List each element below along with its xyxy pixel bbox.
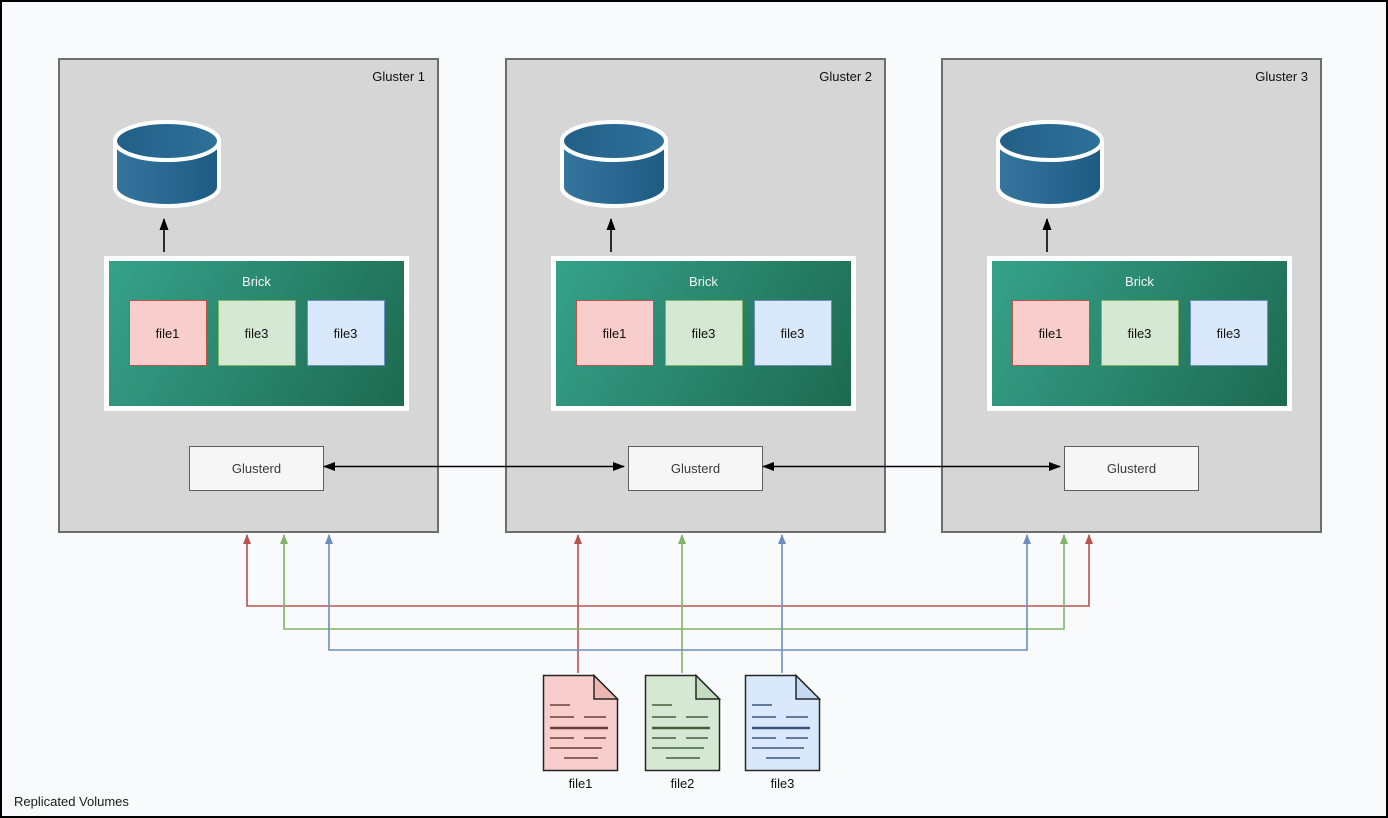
file2-replication-arrows — [280, 534, 1068, 673]
document-text-lines — [550, 704, 608, 759]
source-file-green: file2 — [644, 674, 721, 791]
database-icon — [996, 120, 1104, 208]
cluster-title: Gluster 2 — [819, 69, 872, 84]
brick-file-row: file1 file3 file3 — [556, 300, 851, 366]
brick-box: Brick file1 file3 file3 — [551, 256, 856, 411]
brick-label: Brick — [1125, 274, 1154, 289]
file3-replication-arrows — [325, 534, 1031, 673]
document-icon — [744, 674, 821, 772]
brick-file-row: file1 file3 file3 — [992, 300, 1287, 366]
diagram-caption: Replicated Volumes — [14, 794, 129, 809]
brick-file-blue: file3 — [753, 300, 832, 366]
cluster-box-2: Gluster 2 Brick file1 file3 file3 Gluste… — [505, 58, 886, 533]
brick-file-red: file1 — [128, 300, 207, 366]
brick-file-red: file1 — [1011, 300, 1090, 366]
cluster-box-1: Gluster 1 Brick file1 file3 file3 Gluste… — [58, 58, 439, 533]
cluster-title: Gluster 3 — [1255, 69, 1308, 84]
brick-file-blue: file3 — [1189, 300, 1268, 366]
document-text-lines — [752, 704, 810, 759]
brick-box: Brick file1 file3 file3 — [987, 256, 1292, 411]
brick-file-green: file3 — [217, 300, 296, 366]
brick-box: Brick file1 file3 file3 — [104, 256, 409, 411]
glusterd-box: Glusterd — [1064, 446, 1199, 491]
brick-label: Brick — [689, 274, 718, 289]
source-file-red: file1 — [542, 674, 619, 791]
glusterd-box: Glusterd — [189, 446, 324, 491]
document-text-lines — [652, 704, 710, 759]
brick-file-green: file3 — [1100, 300, 1179, 366]
brick-label: Brick — [242, 274, 271, 289]
brick-file-red: file1 — [575, 300, 654, 366]
cluster-box-3: Gluster 3 Brick file1 file3 file3 Gluste… — [941, 58, 1322, 533]
brick-file-blue: file3 — [306, 300, 385, 366]
source-file-label: file2 — [670, 776, 695, 791]
source-file-label: file3 — [770, 776, 795, 791]
file1-replication-arrows — [243, 534, 1093, 673]
source-file-blue: file3 — [744, 674, 821, 791]
document-icon — [542, 674, 619, 772]
source-file-label: file1 — [568, 776, 593, 791]
document-icon — [644, 674, 721, 772]
database-icon — [113, 120, 221, 208]
database-icon — [560, 120, 668, 208]
brick-file-row: file1 file3 file3 — [109, 300, 404, 366]
brick-file-green: file3 — [664, 300, 743, 366]
cluster-title: Gluster 1 — [372, 69, 425, 84]
glusterd-box: Glusterd — [628, 446, 763, 491]
